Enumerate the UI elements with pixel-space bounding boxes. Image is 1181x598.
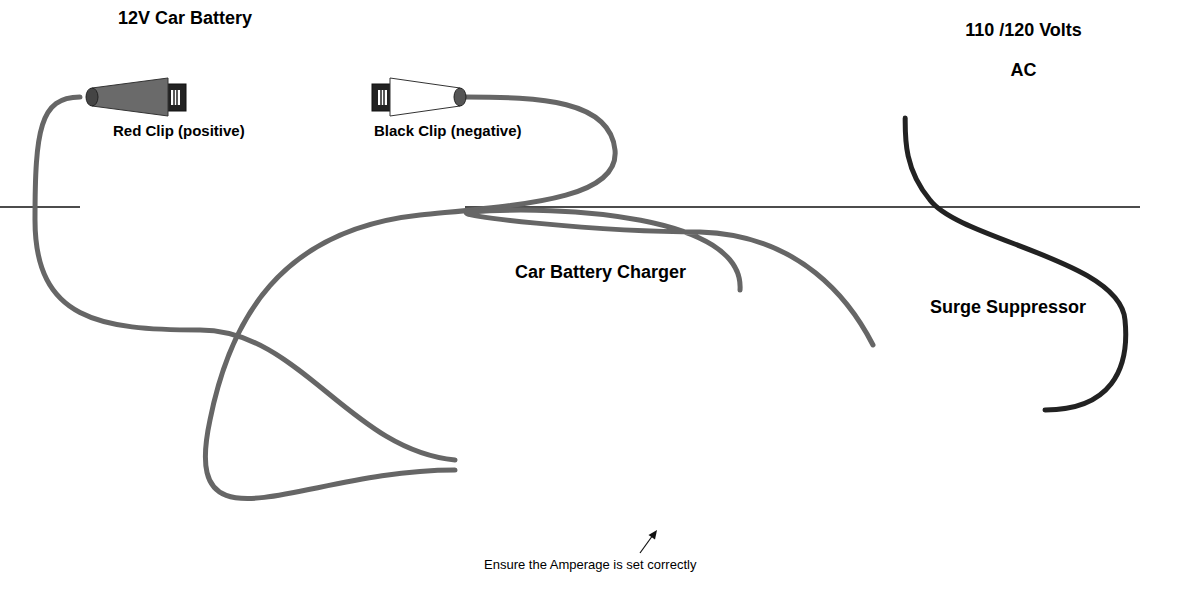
- battery-charger: Car Battery Charger: [455, 290, 780, 552]
- label-slot: Red Clip (positive): [113, 122, 245, 140]
- surge-suppressor: Surge Suppressor: [830, 345, 1045, 448]
- battery: 12V Car Battery: [80, 62, 465, 300]
- wall-outlet-outline: [866, 10, 946, 118]
- label-slot: Black Clip (negative): [374, 122, 522, 140]
- charger-cable: [205, 97, 615, 498]
- note-label: Ensure the Amperage is set correctly: [484, 557, 696, 572]
- battery-outline: [80, 62, 465, 300]
- node-heading: Surge Suppressor: [930, 297, 1086, 318]
- power-cord: [905, 118, 1126, 410]
- surge-suppressor-outline: [830, 345, 1045, 448]
- label-slot: Ensure the Amperage is set correctly: [484, 555, 696, 573]
- battery-charger-outline: [455, 290, 780, 552]
- power-cord: [466, 210, 873, 345]
- leader-arrowhead: [649, 530, 658, 540]
- wall-outlet: 110 /120 Volts AC: [866, 10, 946, 118]
- red-clip: [86, 78, 186, 116]
- voltage-label: 110 /120 Volts AC: [956, 10, 1091, 90]
- black-clip: [372, 78, 466, 116]
- clip-label: Red Clip (positive): [113, 122, 245, 139]
- clip-label: Black Clip (negative): [374, 122, 522, 139]
- leader-line: [640, 535, 653, 553]
- charger-cable: [35, 97, 455, 460]
- node-heading: Car Battery Charger: [515, 262, 686, 283]
- node-heading: 12V Car Battery: [118, 8, 252, 29]
